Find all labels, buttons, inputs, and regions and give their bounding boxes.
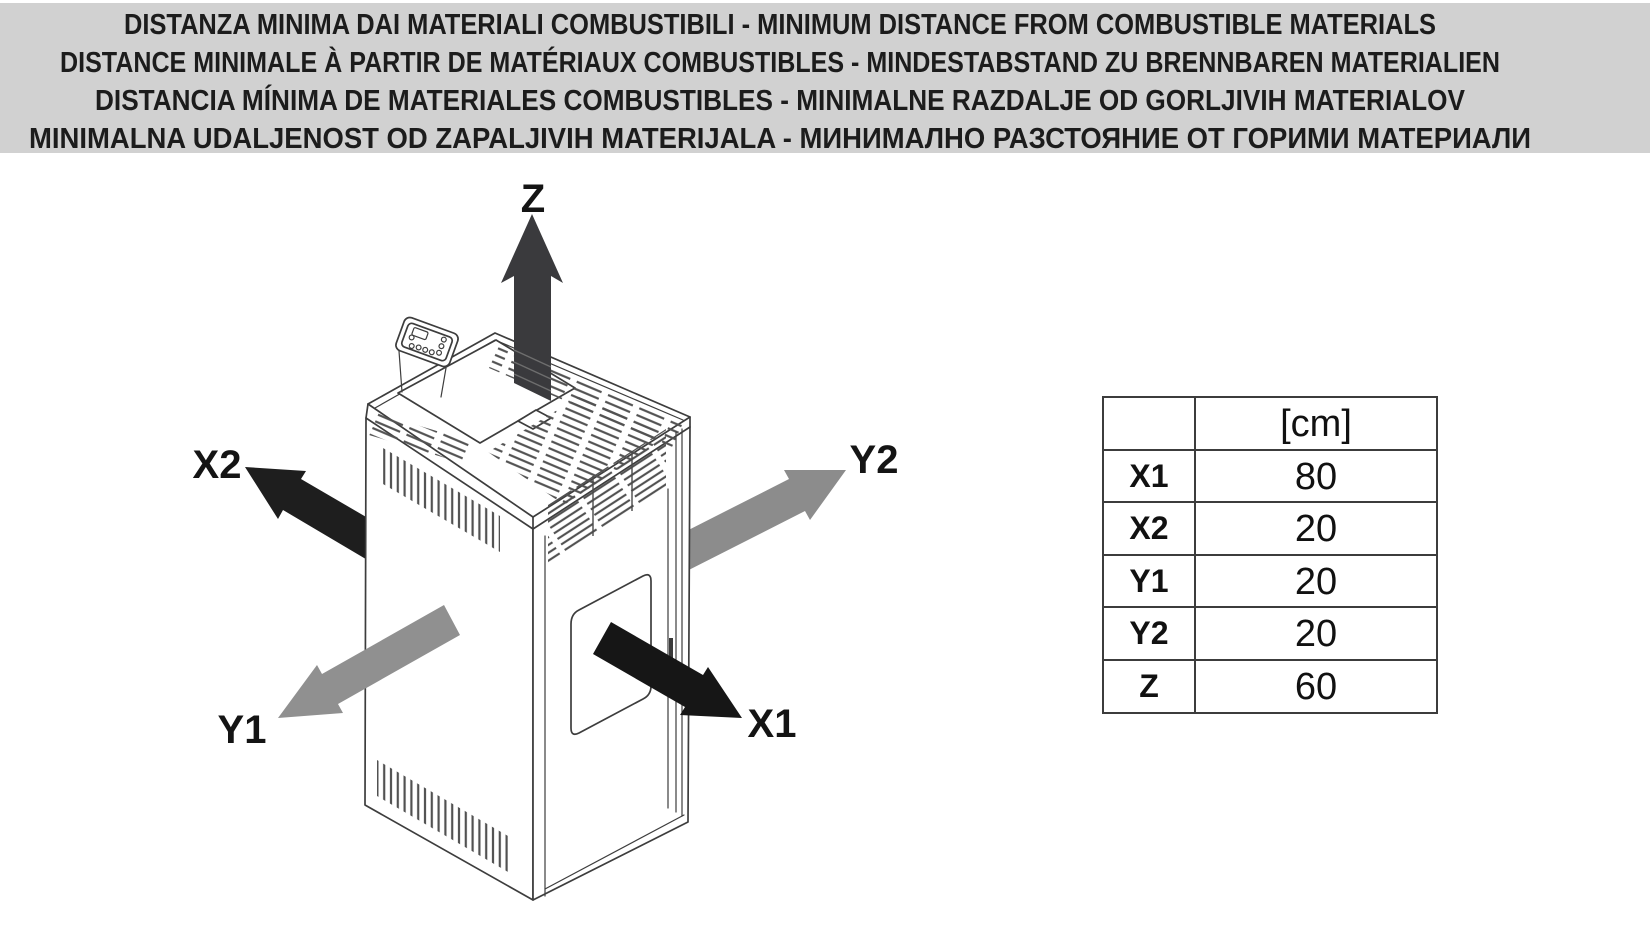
table-row-label: X1	[1129, 458, 1168, 494]
table-row-label: Y1	[1129, 563, 1168, 599]
lid-lines-over-arrow	[513, 349, 552, 392]
top-left-vent	[369, 413, 470, 463]
left-upper-vent	[383, 448, 500, 552]
left-lower-vent	[377, 760, 508, 872]
table-row-value: 20	[1295, 561, 1337, 603]
header-line-fr-de: DISTANCE MINIMALE À PARTIR DE MATÉRIAUX …	[60, 45, 1500, 79]
label-x1: X1	[748, 702, 797, 746]
table-row-label: Z	[1139, 668, 1159, 704]
top-front-vent	[488, 395, 666, 505]
clearance-arrow-y2	[657, 470, 846, 578]
table-row-value: 20	[1295, 613, 1337, 655]
base-edge-line	[544, 814, 685, 890]
table-row-label: Y2	[1129, 615, 1168, 651]
header-background	[0, 3, 1650, 153]
header-line-it-en: DISTANZA MINIMA DAI MATERIALI COMBUSTIBI…	[124, 9, 1436, 41]
table-row-label: X2	[1129, 510, 1168, 546]
label-x2: X2	[193, 443, 242, 487]
clearance-arrow-z	[501, 214, 563, 401]
header-line-es-sl: DISTANCIA MÍNIMA DE MATERIALES COMBUSTIB…	[95, 83, 1466, 117]
table-unit-header: [cm]	[1280, 403, 1352, 445]
panel-display	[411, 327, 429, 341]
clearance-arrow-x1	[593, 622, 742, 718]
label-y2: Y2	[850, 438, 899, 482]
distance-table	[1102, 396, 1438, 714]
control-panel	[395, 316, 459, 368]
panel-buttons	[408, 334, 447, 356]
label-z: Z	[521, 177, 545, 221]
table-row-value: 80	[1295, 456, 1337, 498]
label-y1: Y1	[218, 708, 267, 752]
stove-drawing	[364, 316, 691, 901]
clearance-arrow-y1	[278, 605, 460, 718]
table-row-value: 60	[1295, 666, 1337, 708]
header-band: DISTANZA MINIMA DAI MATERIALI COMBUSTIBI…	[0, 3, 1650, 155]
table-row-value: 20	[1295, 508, 1337, 550]
front-upper-vent	[548, 429, 666, 565]
header-line-hr-bg: MINIMALNA UDALJENOST OD ZAPALJIVIH MATER…	[29, 123, 1531, 155]
distance-table-text: [cm] X1 80 X2 20 Y1 20 Y2 20 Z 60	[1129, 403, 1351, 708]
